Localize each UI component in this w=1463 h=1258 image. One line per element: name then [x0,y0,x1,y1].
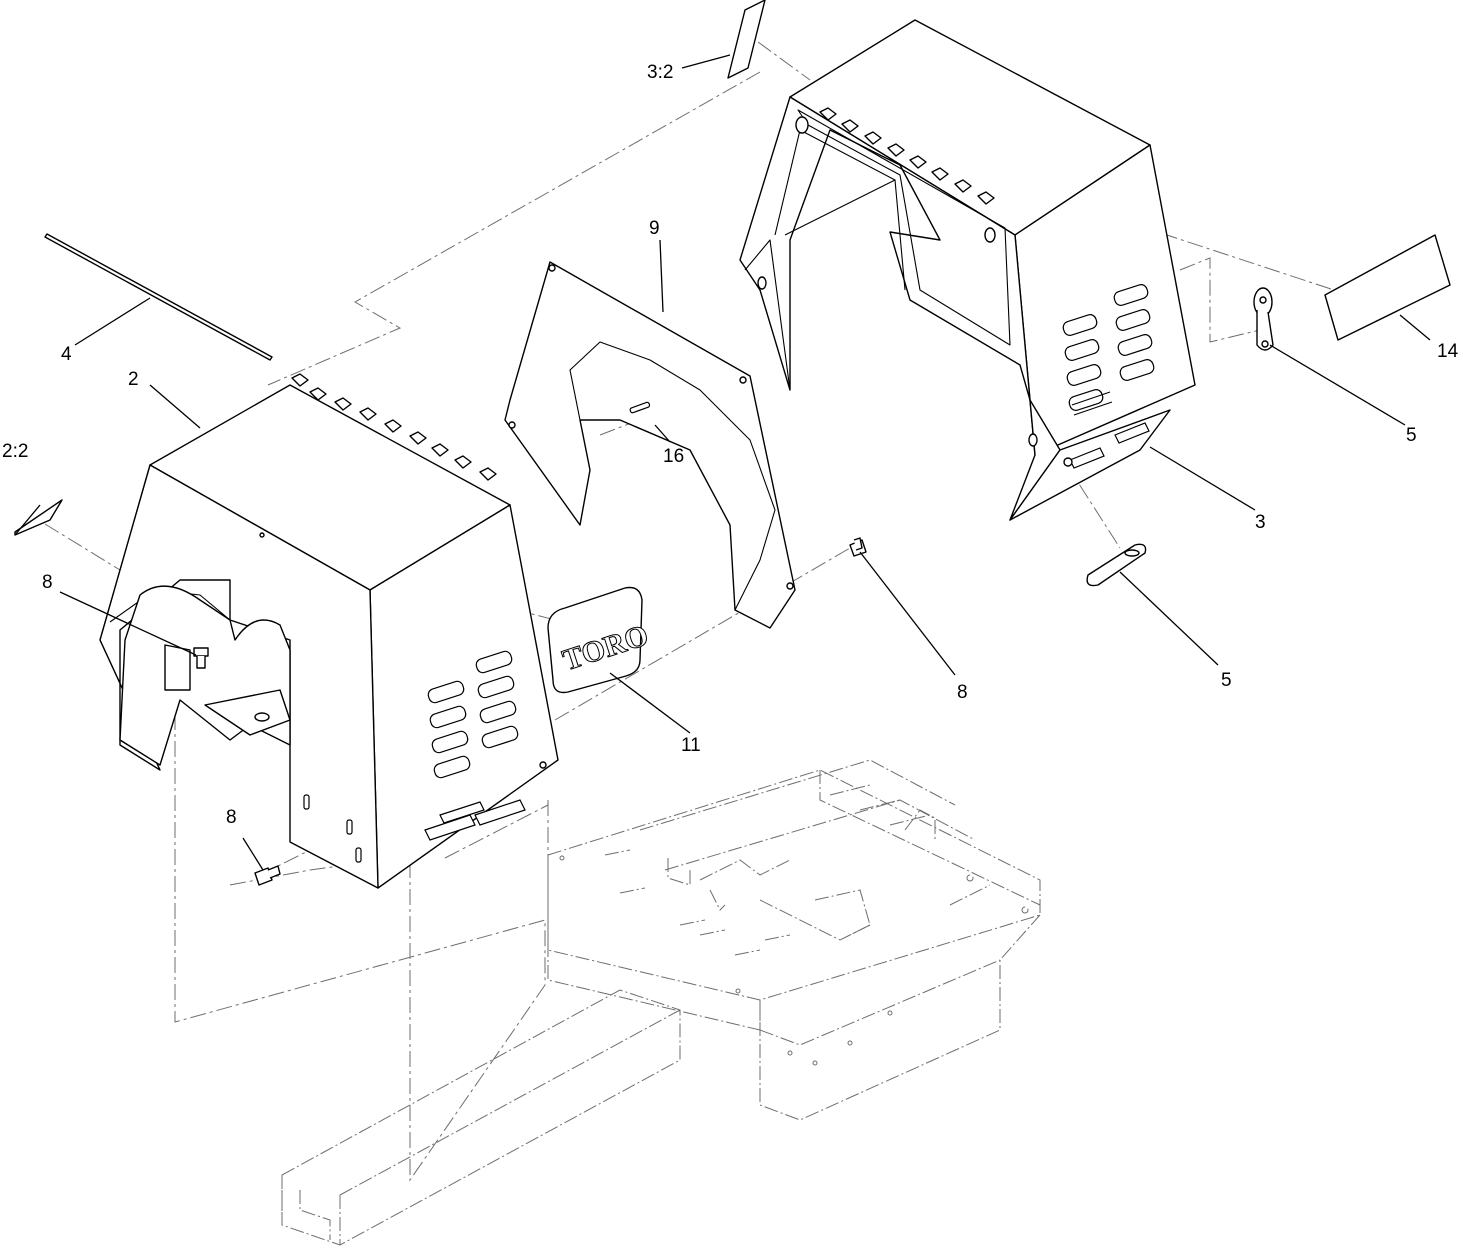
bolt-mid-part [849,537,867,557]
callout-9: 9 [649,218,660,239]
latch-lower-part [1086,543,1147,587]
callout-labels: 2:2 4 2 8 8 9 16 11 8 3:2 14 5 3 5 [2,62,1459,828]
callout-5-lower: 5 [1221,670,1232,691]
callout-2-2: 2:2 [2,441,28,462]
left-cover-part [99,373,559,889]
callout-8-left: 8 [42,572,53,593]
latch-upper-part [1253,287,1274,351]
bolt-left-part [193,647,209,669]
callout-8-mid: 8 [957,682,968,703]
hinge-pin-part [44,233,273,361]
callout-14: 14 [1437,341,1459,362]
callout-8-bottom: 8 [226,807,237,828]
bolt-bottom-part [254,865,281,886]
callout-16: 16 [663,446,684,467]
callout-5-upper: 5 [1406,425,1417,446]
decal-3-2-part [727,0,766,79]
callout-3-2: 3:2 [647,62,673,83]
callout-4: 4 [61,344,72,365]
panel-gasket-part [504,261,796,629]
callout-3: 3 [1255,512,1266,533]
callout-2: 2 [128,369,139,390]
chassis-frame [281,759,1041,1246]
decal-14-part [1324,234,1451,341]
leader-lines [14,54,1431,871]
toro-decal-part: TORO [547,586,653,694]
callout-11: 11 [681,735,701,756]
right-cover-part [739,19,1196,521]
